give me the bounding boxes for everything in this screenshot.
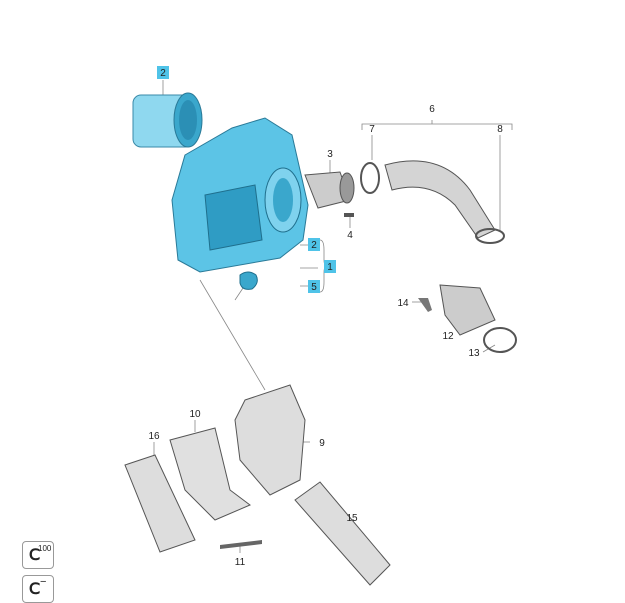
svg-text:13: 13 — [468, 348, 480, 359]
callout-2-side: 2 — [308, 238, 320, 251]
zoom-out-button[interactable]: 𝖢 − — [22, 575, 54, 603]
svg-text:4: 4 — [347, 230, 353, 241]
callout-labels: 2 3 4 2 1 5 6 7 8 14 12 13 9 10 16 15 11 — [148, 66, 503, 568]
svg-text:10: 10 — [189, 409, 201, 420]
svg-text:16: 16 — [148, 431, 160, 442]
svg-text:9: 9 — [319, 438, 325, 449]
callout-3: 3 — [327, 149, 333, 160]
callout-7: 7 — [369, 124, 375, 135]
lower-ducts-parts — [124, 384, 391, 586]
magnifier-icon: 𝖢 — [29, 547, 41, 564]
svg-text:1: 1 — [327, 262, 333, 273]
svg-text:2: 2 — [311, 240, 317, 251]
callout-13: 13 — [468, 348, 480, 359]
callout-2-top: 2 — [157, 66, 169, 79]
svg-text:15: 15 — [346, 513, 358, 524]
svg-text:8: 8 — [497, 124, 503, 135]
intake-hose-part — [360, 160, 505, 244]
callout-11: 11 — [235, 557, 246, 568]
svg-text:11: 11 — [235, 557, 246, 568]
callout-15: 15 — [346, 513, 358, 524]
svg-text:7: 7 — [369, 124, 375, 135]
filter-element-part — [132, 92, 203, 148]
callout-9: 9 — [319, 438, 325, 449]
svg-text:12: 12 — [442, 331, 454, 342]
callout-1: 1 — [324, 260, 336, 273]
magnifier-icon: 𝖢 — [29, 581, 41, 598]
svg-text:6: 6 — [429, 104, 435, 115]
callout-5: 5 — [308, 280, 320, 293]
callout-8: 8 — [497, 124, 503, 135]
svg-text:5: 5 — [311, 282, 317, 293]
intake-connector-part — [304, 171, 355, 217]
callout-12: 12 — [442, 331, 454, 342]
callout-6: 6 — [429, 104, 435, 115]
air-mass-meter-part — [418, 284, 517, 353]
zoom-100-button[interactable]: 𝖢 100 — [22, 541, 54, 569]
callout-14: 14 — [397, 298, 409, 309]
callout-16: 16 — [148, 431, 160, 442]
svg-text:14: 14 — [397, 298, 409, 309]
svg-text:2: 2 — [160, 68, 166, 79]
callout-10: 10 — [189, 409, 201, 420]
callout-4: 4 — [347, 230, 353, 241]
air-filter-housing-part — [171, 117, 309, 290]
svg-text:3: 3 — [327, 149, 333, 160]
